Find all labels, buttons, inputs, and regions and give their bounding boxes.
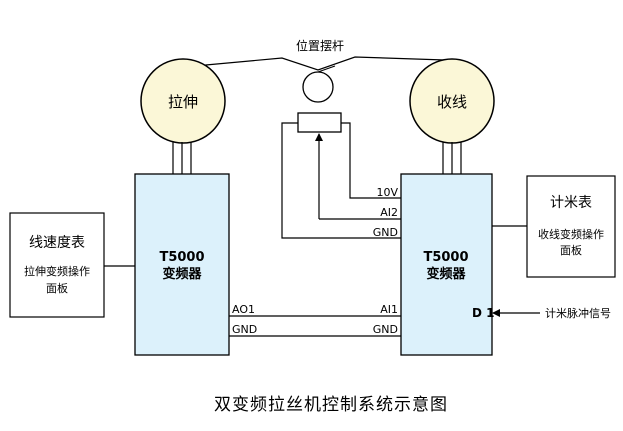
length-meter-title: 计米表: [550, 195, 592, 211]
speed-meter: [9, 212, 105, 318]
wire-line: [172, 56, 446, 71]
vfd-right-type: 变频器: [426, 266, 466, 282]
vfd-left-port-gnd: GND: [232, 323, 257, 336]
vfd-right-port-d1: D 1: [472, 306, 495, 320]
vfd-right: [400, 173, 493, 356]
speed-meter-title: 线速度表: [29, 235, 85, 251]
pulse-signal-label: 计米脉冲信号: [545, 306, 611, 320]
vfd-right-model: T5000: [423, 250, 468, 265]
vfd-right-port-ai2: AI2: [380, 206, 398, 219]
speed-meter-sub1: 拉伸变频操作: [24, 264, 90, 278]
vfd-right-port-ai1: AI1: [380, 303, 398, 316]
motor-left: [140, 58, 226, 144]
motor-right-label: 收线: [437, 93, 467, 111]
speed-meter-sub2: 面板: [46, 281, 68, 295]
wire-gnd-pot: [281, 122, 401, 239]
wire-10v: [341, 122, 401, 199]
vfd-right-port-10v: 10V: [376, 186, 398, 199]
length-meter-sub1: 收线变频操作: [538, 227, 604, 241]
vfd-right-port-gnd2: GND: [373, 323, 398, 336]
vfd-left-port-ao1: AO1: [232, 303, 255, 316]
dancer-pointer-line: [317, 65, 336, 73]
diagram-title: 双变频拉丝机控制系统示意图: [214, 395, 448, 415]
motor-left-label: 拉伸: [168, 93, 198, 111]
length-meter-sub2: 面板: [560, 243, 582, 257]
length-meter: [526, 175, 616, 278]
left-shaft: [172, 142, 192, 174]
dancer-label: 位置摆杆: [296, 38, 344, 53]
vfd-left-type: 变频器: [162, 266, 202, 282]
vfd-right-port-gnd1: GND: [373, 226, 398, 239]
dancer-wheel: [302, 71, 334, 103]
vfd-left: [134, 173, 230, 356]
potentiometer: [297, 112, 342, 133]
right-shaft: [442, 142, 462, 174]
vfd-left-model: T5000: [159, 250, 204, 265]
